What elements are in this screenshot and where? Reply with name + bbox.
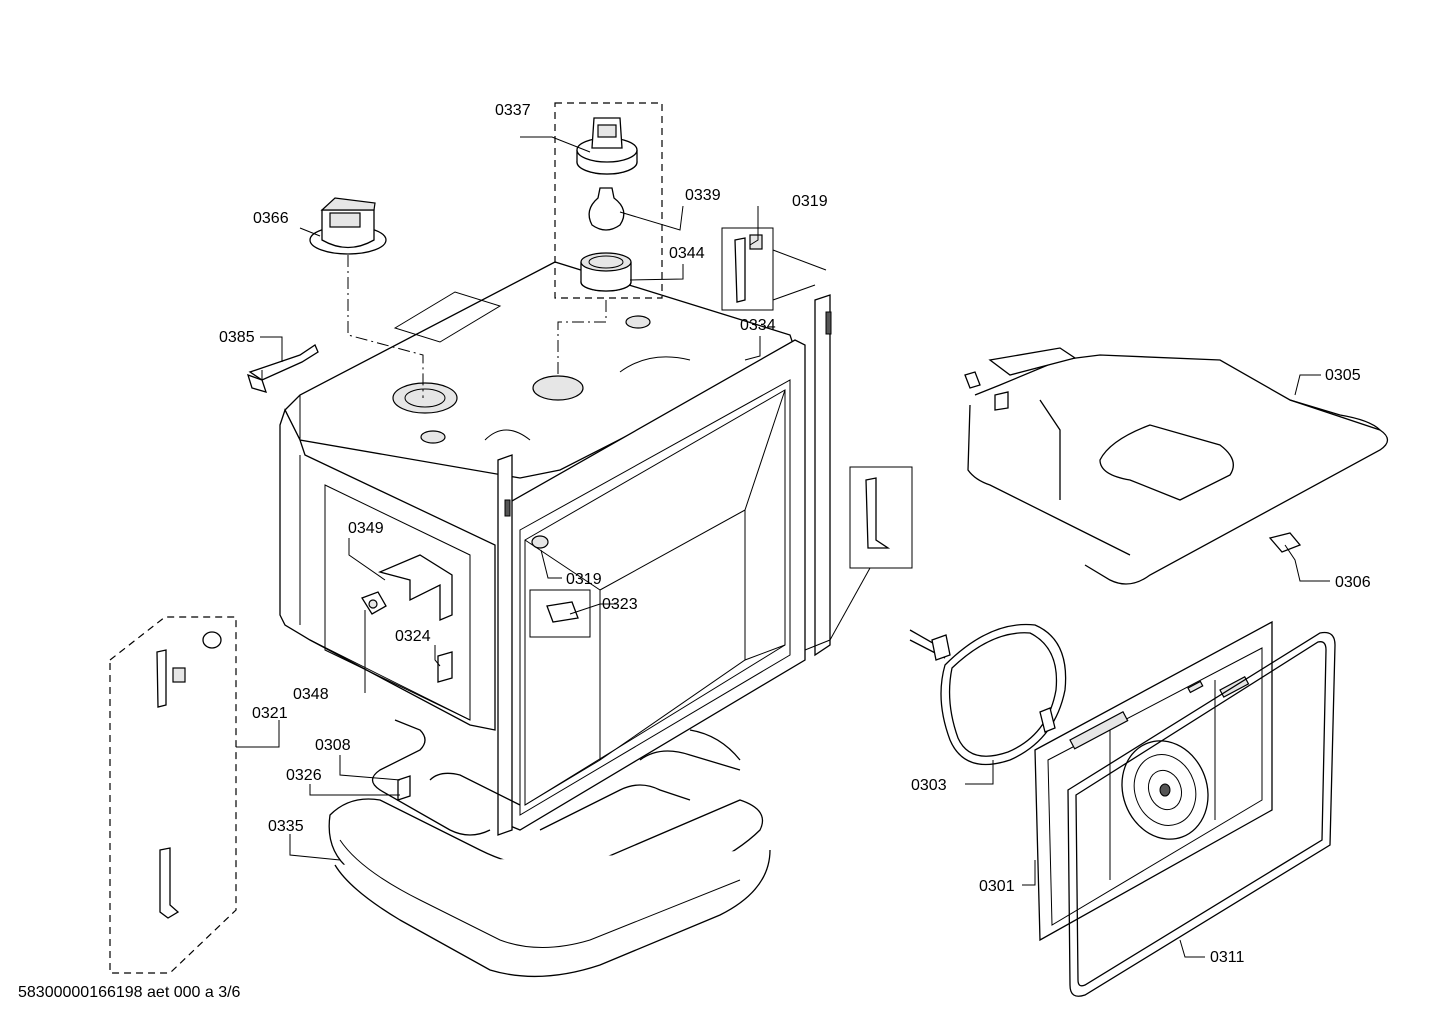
label-0344: 0344 (669, 245, 705, 262)
label-0366: 0366 (253, 210, 289, 227)
lamp-socket (576, 117, 638, 175)
clip-0306 (1268, 532, 1302, 553)
hinge-bracket-top (721, 227, 827, 311)
sensor-0348 (361, 591, 387, 615)
label-0348: 0348 (293, 686, 329, 703)
cover-plate-0324 (437, 651, 453, 683)
label-0326: 0326 (286, 767, 322, 784)
label-0319-side: 0319 (566, 571, 602, 588)
drawing-reference: 58300000166198 aet 000 a 3/6 (18, 984, 241, 1001)
label-0349: 0349 (348, 520, 384, 537)
label-0321: 0321 (252, 705, 288, 722)
label-0337: 0337 (495, 102, 531, 119)
label-0319-top: 0319 (792, 193, 828, 210)
convection-fan-cover (1121, 740, 1209, 840)
label-0323: 0323 (602, 596, 638, 613)
label-0303: 0303 (911, 777, 947, 794)
label-0311: 0311 (1210, 949, 1245, 966)
side-hinge-bracket (829, 466, 913, 641)
fan-motor-cover (309, 197, 424, 398)
door-catch-0323 (529, 589, 591, 638)
lamp-assembly-group (554, 102, 663, 375)
label-0334: 0334 (740, 317, 776, 334)
label-0306: 0306 (1335, 574, 1371, 591)
label-0301: 0301 (979, 878, 1015, 895)
rear-panel-0301 (1034, 620, 1273, 942)
label-0385: 0385 (219, 329, 255, 346)
oven-cavity (279, 261, 832, 836)
ring-heating-element (909, 623, 1067, 766)
label-0324: 0324 (395, 628, 431, 645)
door-seal-0311 (1067, 631, 1336, 997)
label-0335: 0335 (268, 818, 304, 835)
label-0339: 0339 (685, 187, 721, 204)
insulation-mat-0335 (328, 798, 771, 978)
bracket-0349 (378, 554, 453, 621)
part-labels: 0337 0339 0344 0366 0319 0334 0385 0305 … (219, 102, 1371, 966)
lamp-cover (580, 252, 632, 292)
label-0308: 0308 (315, 737, 351, 754)
door-stop-0319 (531, 535, 549, 549)
bottom-heater-0308 (371, 719, 741, 836)
label-0305: 0305 (1325, 367, 1361, 384)
lamp-bulb (588, 187, 625, 231)
heater-bracket-0326 (397, 775, 411, 801)
leader-lines (236, 136, 1330, 958)
bracket-0385 (246, 344, 319, 393)
grill-heating-element (964, 347, 1389, 585)
hinge-kit-group (109, 616, 237, 974)
